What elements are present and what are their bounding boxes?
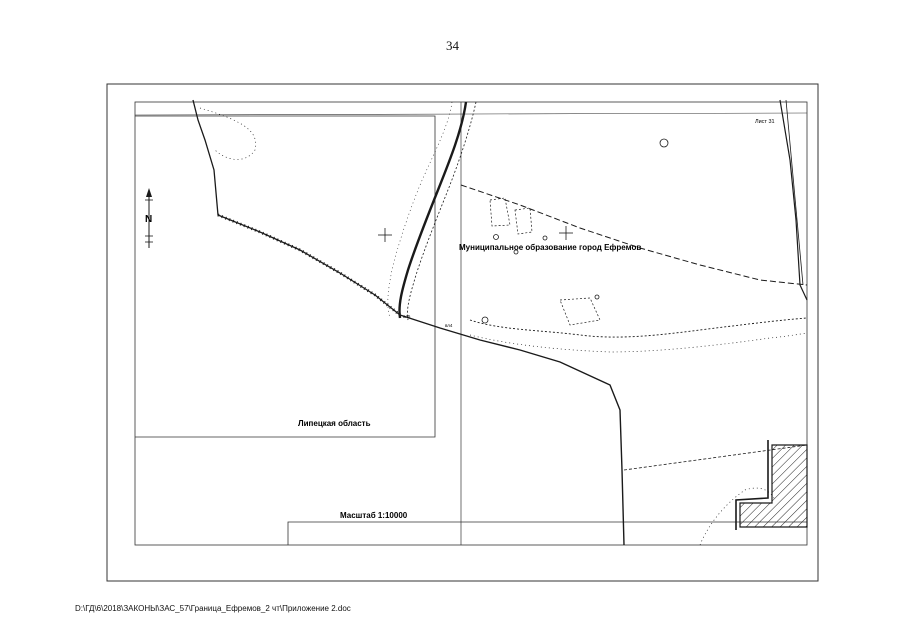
hatched-parcel-frame — [735, 440, 769, 530]
contour-field-plots — [489, 197, 601, 326]
boundary-hatch-west — [217, 213, 401, 317]
boundary-line-east-top — [460, 184, 808, 286]
survey-cross-marks — [378, 226, 573, 242]
scale-label: Масштаб 1:10000 — [340, 511, 408, 520]
document-file-path: D:\ГД\6\2018\ЗАКОНЫ\ЗАС_57\Граница_Ефрем… — [75, 604, 351, 613]
river-bank-west — [387, 101, 453, 319]
contour-north — [199, 107, 257, 160]
sheet-top-line — [134, 112, 808, 116]
region-sheet-box — [135, 115, 436, 438]
contour-ravine — [469, 317, 808, 338]
river-bank — [407, 101, 477, 321]
map-point-symbols — [481, 138, 669, 324]
boundary-line-west — [192, 99, 401, 316]
region-label: Липецкая область — [298, 419, 371, 428]
sheet-label: Лист 31 — [755, 119, 775, 125]
page-number: 34 — [446, 38, 459, 53]
north-arrow-icon — [145, 188, 153, 248]
river — [398, 101, 468, 319]
boundary-line-east-double — [785, 99, 804, 286]
map-outer-frame — [106, 83, 819, 582]
field-boundary-south — [623, 444, 808, 471]
hatched-parcel — [739, 444, 808, 528]
boundary-line-east — [779, 99, 808, 301]
point-label-1: вл5 — [403, 314, 411, 319]
boundary-line-south — [399, 314, 625, 546]
map-inner-frame — [134, 101, 808, 546]
scale-box — [287, 521, 807, 545]
municipality-label: Муниципальное образование город Ефремов — [459, 243, 641, 252]
contour-ravine-south — [469, 332, 808, 353]
north-label: N — [145, 214, 152, 225]
point-label-2: вл4 — [445, 323, 453, 328]
